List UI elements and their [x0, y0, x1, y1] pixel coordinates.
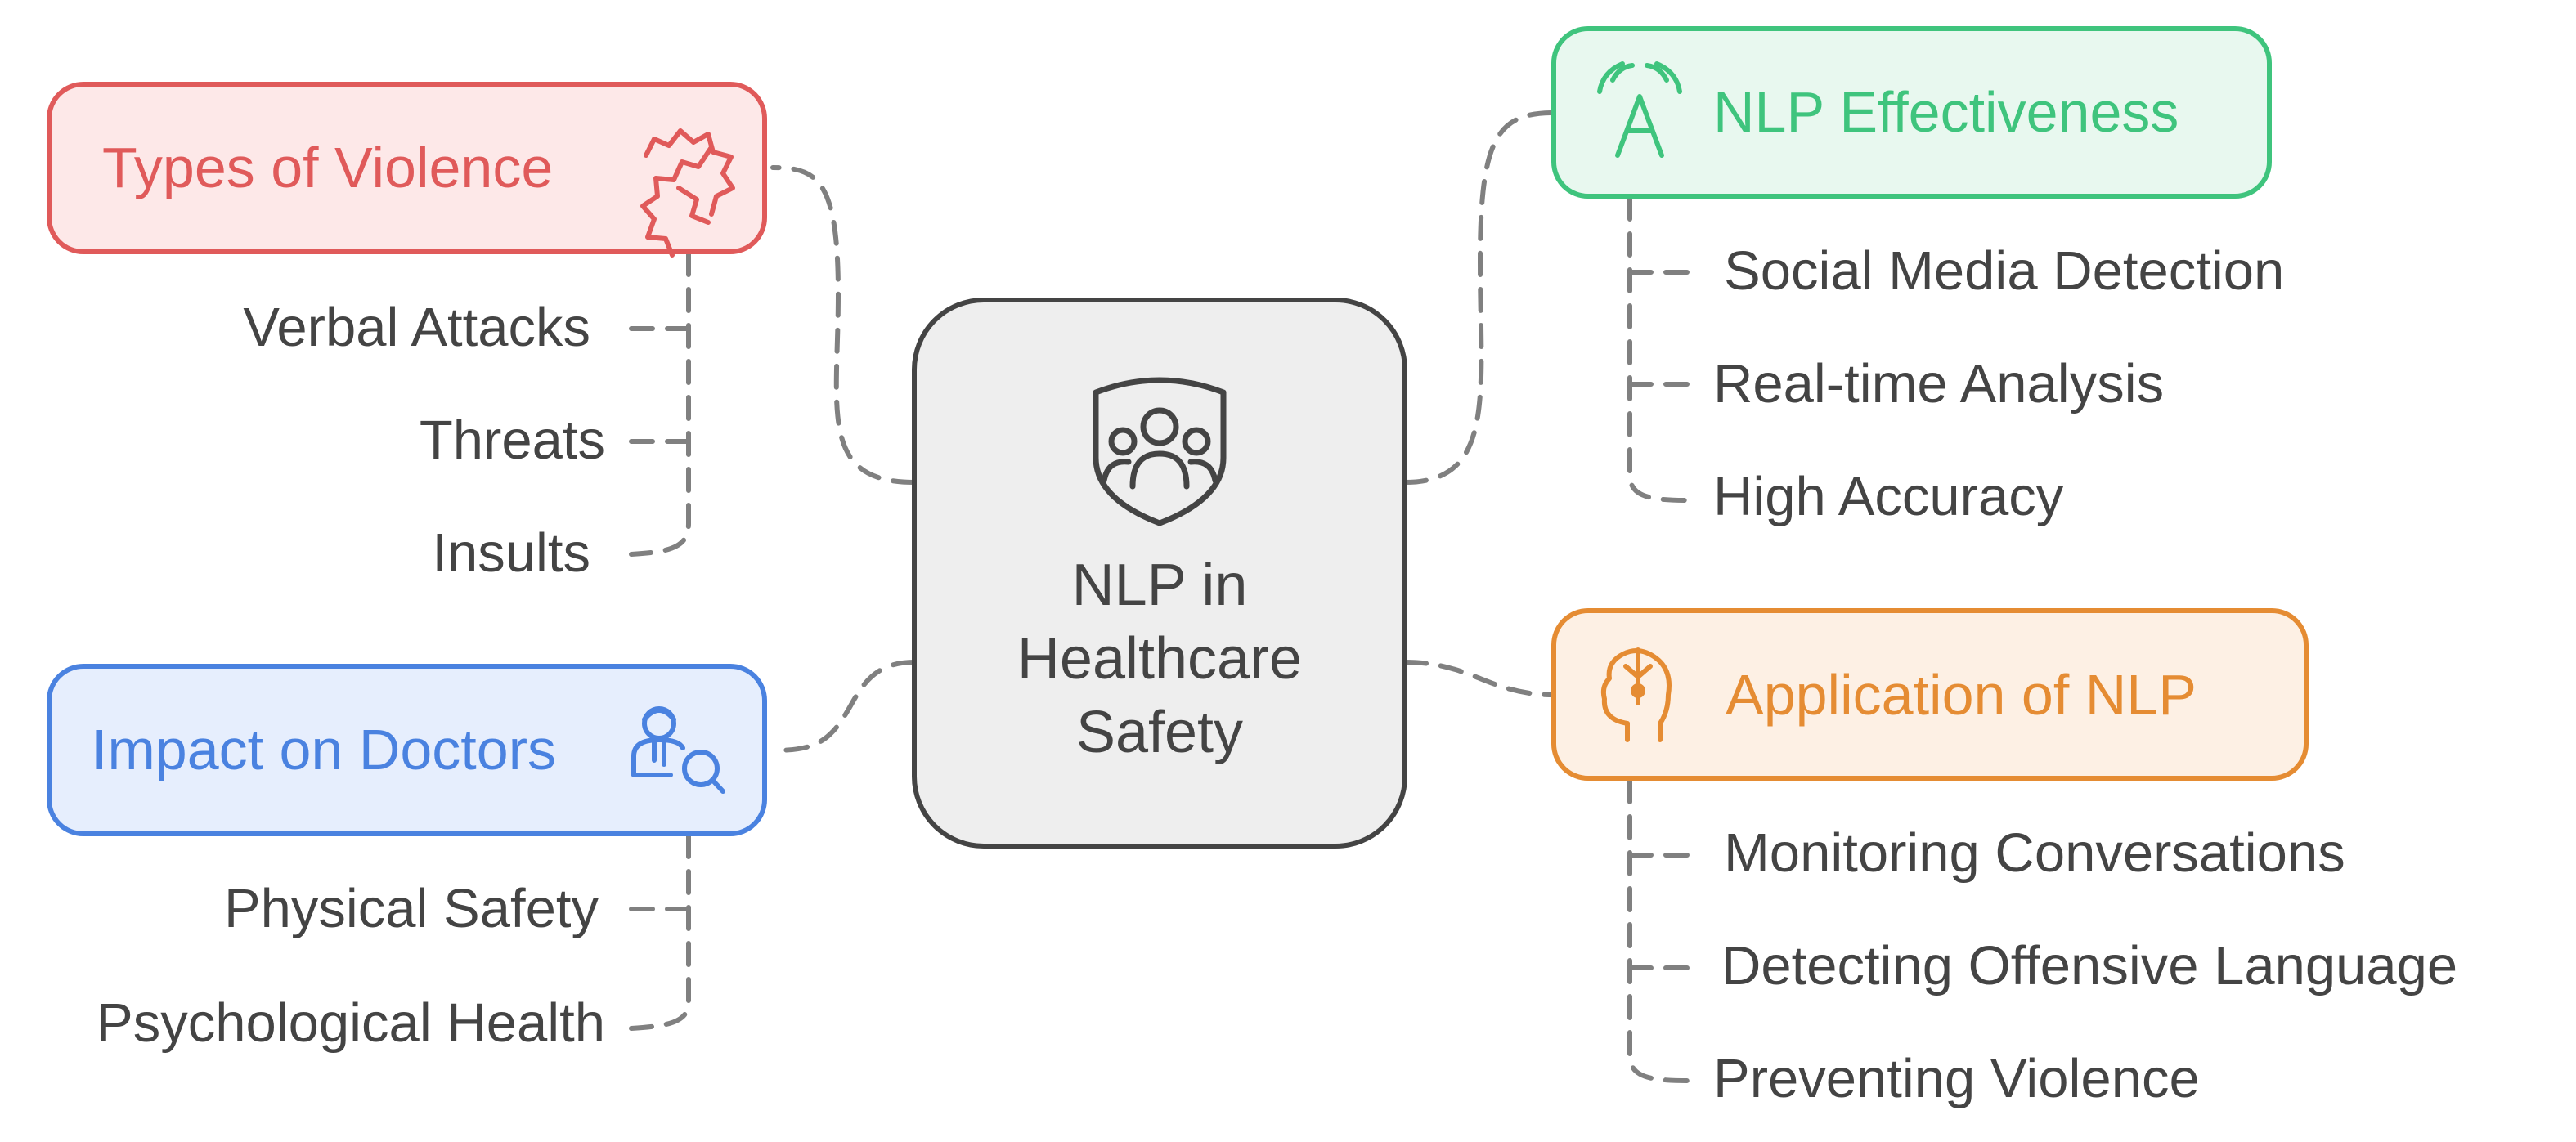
signal-a-icon	[1597, 61, 1682, 158]
application-item-preventing-violence: Preventing Violence	[1713, 1048, 2200, 1109]
violence-title: Types of Violence	[102, 136, 554, 199]
connector-center-application	[1402, 660, 1556, 697]
connector-doctors-children	[629, 833, 691, 1031]
violence-item-verbal-attacks: Verbal Attacks	[243, 297, 590, 358]
connectors	[629, 110, 1690, 1083]
connector-center-doctors	[770, 660, 917, 753]
connector-center-violence	[770, 165, 917, 485]
effectiveness-item-real-time-analysis: Real-time Analysis	[1713, 353, 2165, 414]
connector-center-effectiveness	[1402, 110, 1556, 485]
center-title-line3: Safety	[1075, 700, 1244, 765]
doctors-item-psychological-health: Psychological Health	[96, 992, 605, 1054]
connector-application-children	[1627, 778, 1690, 1083]
violence-item-insults: Insults	[432, 522, 590, 584]
application-item-monitoring-conversations: Monitoring Conversations	[1724, 822, 2345, 884]
center-node[interactable]	[912, 298, 1407, 849]
effectiveness-box[interactable]	[1551, 26, 2272, 199]
doctors-item-physical-safety: Physical Safety	[223, 878, 599, 939]
effectiveness-title: NLP Effectiveness	[1713, 80, 2179, 144]
effectiveness-item-high-accuracy: High Accuracy	[1713, 466, 2064, 527]
fist-fight-icon	[640, 128, 735, 258]
shield-people-icon	[1093, 377, 1227, 526]
connector-violence-children	[629, 251, 691, 557]
doctor-search-icon	[631, 706, 725, 794]
violence-box[interactable]	[47, 82, 767, 254]
center-title-line2: Healthcare	[1016, 626, 1303, 692]
effectiveness-item-social-media-detection: Social Media Detection	[1724, 240, 2285, 302]
application-title: Application of NLP	[1726, 663, 2197, 727]
doctors-box[interactable]	[47, 664, 767, 836]
doctors-title: Impact on Doctors	[92, 718, 556, 781]
application-box[interactable]	[1551, 608, 2309, 781]
connector-effectiveness-children	[1627, 195, 1690, 503]
violence-item-threats: Threats	[419, 410, 605, 471]
center-title-line1: NLP in	[1071, 553, 1248, 618]
head-brain-icon	[1600, 647, 1672, 742]
application-item-detecting-offensive-language: Detecting Offensive Language	[1721, 935, 2458, 996]
